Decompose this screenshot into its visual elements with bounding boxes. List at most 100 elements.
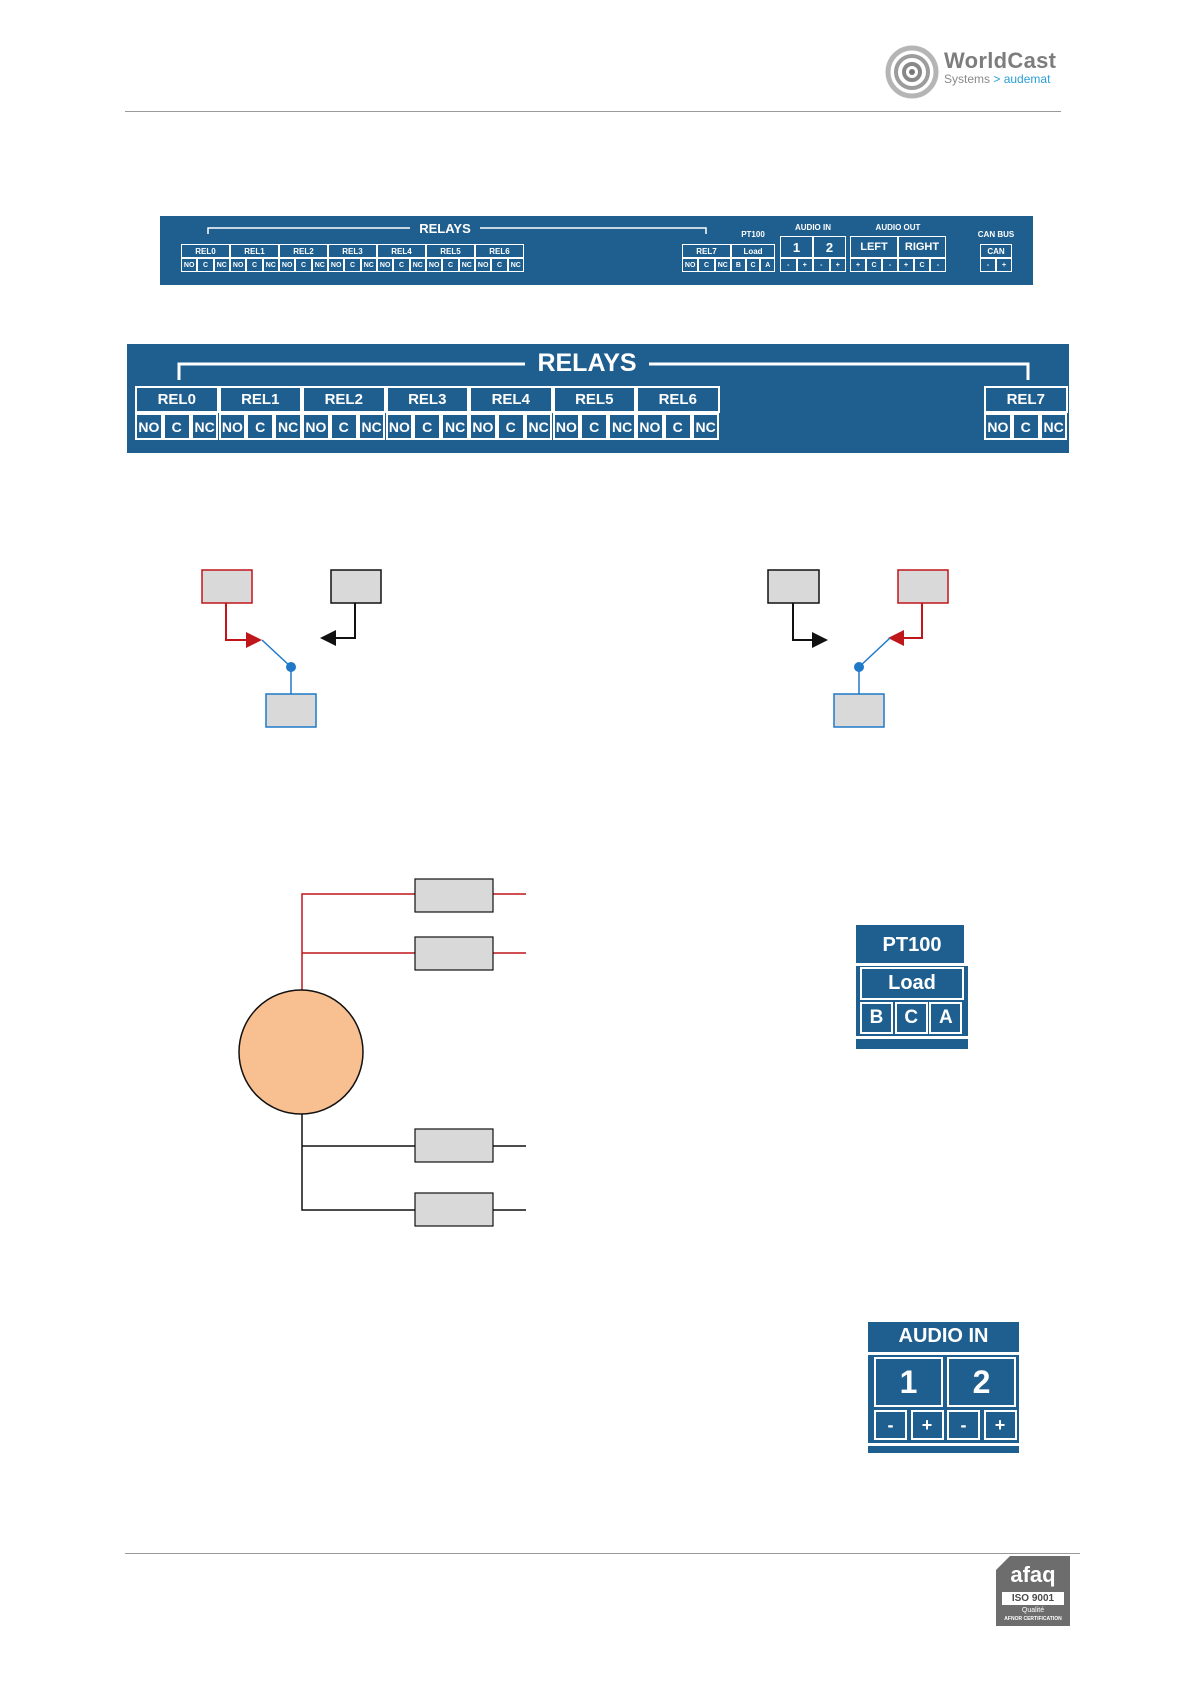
small-relay-rel6-pin-c: C [491, 258, 508, 272]
small-audio-out-pin-3: + [898, 258, 914, 272]
small-relay-rel6-pin-nc: NC [507, 258, 524, 272]
small-relay-rel5-label: REL5 [426, 244, 475, 258]
small-relay-rel6-label: REL6 [475, 244, 524, 258]
small-audio-in-title: AUDIO IN [795, 223, 831, 232]
relay-diagram-left [201, 569, 382, 728]
zoom-relay-rel0-pin-no: NO [135, 413, 163, 440]
zoom-relay-rel5-pin-c: C [580, 413, 609, 440]
afaq-badge-icon [996, 1556, 1070, 1626]
small-audio-in-channel-1: 1 [780, 236, 813, 258]
right-nc-box [767, 569, 820, 604]
zoom-relay-rel7-label: REL7 [984, 386, 1068, 413]
pt100-zoom-pin-a: A [929, 1002, 963, 1034]
zoom-relay-rel2-label: REL2 [302, 386, 386, 413]
pt100-wire-box-2 [414, 936, 494, 971]
small-audio-out-pin-0: + [850, 258, 866, 272]
afaq-iso-logo: afaq ISO 9001 Qualité AFNOR CERTIFICATIO… [996, 1556, 1070, 1626]
audio-in-zoom-channel-1: 1 [874, 1357, 943, 1407]
small-relay-rel5-pin-c: C [442, 258, 459, 272]
zoom-relay-rel0-pin-nc: NC [190, 413, 219, 440]
logo-sub-right: audemat [1003, 72, 1051, 86]
header-rule [125, 111, 1061, 112]
afaq-quality: Qualité [1021, 1607, 1045, 1614]
zoom-relay-rel1-pin-nc: NC [274, 413, 302, 440]
pt100-zoom-pin-b: B [860, 1002, 893, 1034]
relays-zoom-title: RELAYS [537, 349, 637, 377]
audio-in-zoom-pin-2: - [947, 1410, 980, 1440]
small-audio-out-title: AUDIO OUT [875, 223, 921, 232]
small-relay-rel3-label: REL3 [328, 244, 377, 258]
audio-in-zoom-title: AUDIO IN [898, 1325, 989, 1347]
small-relay-rel5-pin-nc: NC [458, 258, 475, 272]
small-relay-rel4-pin-nc: NC [409, 258, 426, 272]
zoom-relay-rel0-pin-c: C [162, 413, 191, 440]
zoom-relay-rel4-label: REL4 [469, 386, 553, 413]
small-relay-rel2-pin-no: NO [279, 258, 296, 272]
afaq-cert: AFNOR CERTIFICATION [1004, 1616, 1062, 1622]
audio-in-zoom-pin-0: - [874, 1410, 907, 1440]
small-relay-rel7-label: REL7 [682, 244, 731, 258]
logo-brand: WorldCast [944, 48, 1057, 73]
worldcast-logo: WorldCast Systems > audemat [885, 40, 1066, 104]
relays-zoom-bracket [177, 362, 1030, 380]
small-pt100-title: PT100 [741, 230, 765, 239]
worldcast-swirl-icon [885, 45, 939, 99]
small-relay-rel7-pin-nc: NC [714, 258, 731, 272]
pt100-wiring-diagram [238, 878, 526, 1227]
logo-sub-left: Systems [944, 72, 991, 86]
small-relay-rel0-pin-c: C [197, 258, 214, 272]
small-relays-title: RELAYS [419, 221, 471, 236]
small-relay-rel1-pin-nc: NC [262, 258, 279, 272]
small-pt100-pin-b: B [731, 258, 746, 272]
pt100-wire-box-4 [414, 1192, 494, 1227]
audio-in-zoom-channel-2: 2 [947, 1357, 1016, 1407]
small-relay-rel1-pin-c: C [246, 258, 263, 272]
pt100-zoom-pin-c: C [894, 1002, 928, 1034]
small-audio-in-pin-1: + [796, 258, 813, 272]
small-relay-rel2-pin-c: C [295, 258, 312, 272]
zoom-relay-rel3-pin-nc: NC [441, 413, 469, 440]
audio-in-zoom-pin-1: + [910, 1410, 944, 1440]
right-no-box [897, 569, 949, 604]
zoom-relay-rel2-pin-nc: NC [357, 413, 386, 440]
small-audio-out-pin-5: - [930, 258, 946, 272]
zoom-relay-rel6-label: REL6 [636, 386, 720, 413]
left-no-box [201, 569, 253, 604]
small-can-pin-1: + [996, 258, 1012, 272]
small-can-label: CAN [980, 244, 1012, 258]
pt100-wire-box-1 [414, 878, 494, 913]
pt100-wire-box-3 [414, 1128, 494, 1163]
pt100-probe-circle [238, 989, 364, 1115]
zoom-relay-rel6-pin-no: NO [636, 413, 664, 440]
small-relay-rel4-pin-c: C [393, 258, 410, 272]
footer-rule [125, 1553, 1080, 1554]
zoom-relay-rel3-pin-c: C [413, 413, 442, 440]
small-relay-rel1-label: REL1 [230, 244, 279, 258]
small-audio-out-pin-2: - [882, 258, 898, 272]
afaq-iso: ISO 9001 [1011, 1593, 1055, 1604]
zoom-relay-rel7-pin-nc: NC [1039, 413, 1068, 440]
zoom-relay-rel4-pin-nc: NC [524, 413, 553, 440]
small-relay-rel3-pin-no: NO [328, 258, 345, 272]
left-nc-box [330, 569, 382, 604]
right-c-box [833, 693, 885, 728]
zoom-relay-rel0-label: REL0 [135, 386, 219, 413]
zoom-relay-rel6-pin-nc: NC [691, 413, 720, 440]
small-audio-in-pin-3: + [829, 258, 846, 272]
zoom-relay-rel4-pin-c: C [496, 413, 525, 440]
zoom-relay-rel6-pin-c: C [663, 413, 692, 440]
small-relay-rel4-label: REL4 [377, 244, 426, 258]
small-relay-rel7-pin-c: C [698, 258, 715, 272]
small-relay-rel7-pin-no: NO [682, 258, 699, 272]
zoom-relay-rel2-pin-no: NO [302, 413, 330, 440]
small-relays-bracket [207, 227, 707, 234]
small-relay-rel0-label: REL0 [181, 244, 230, 258]
small-relay-rel3-pin-nc: NC [360, 258, 377, 272]
zoom-relay-rel1-pin-no: NO [218, 413, 247, 440]
zoom-relay-rel7-pin-c: C [1011, 413, 1040, 440]
small-relay-rel2-pin-nc: NC [311, 258, 328, 272]
